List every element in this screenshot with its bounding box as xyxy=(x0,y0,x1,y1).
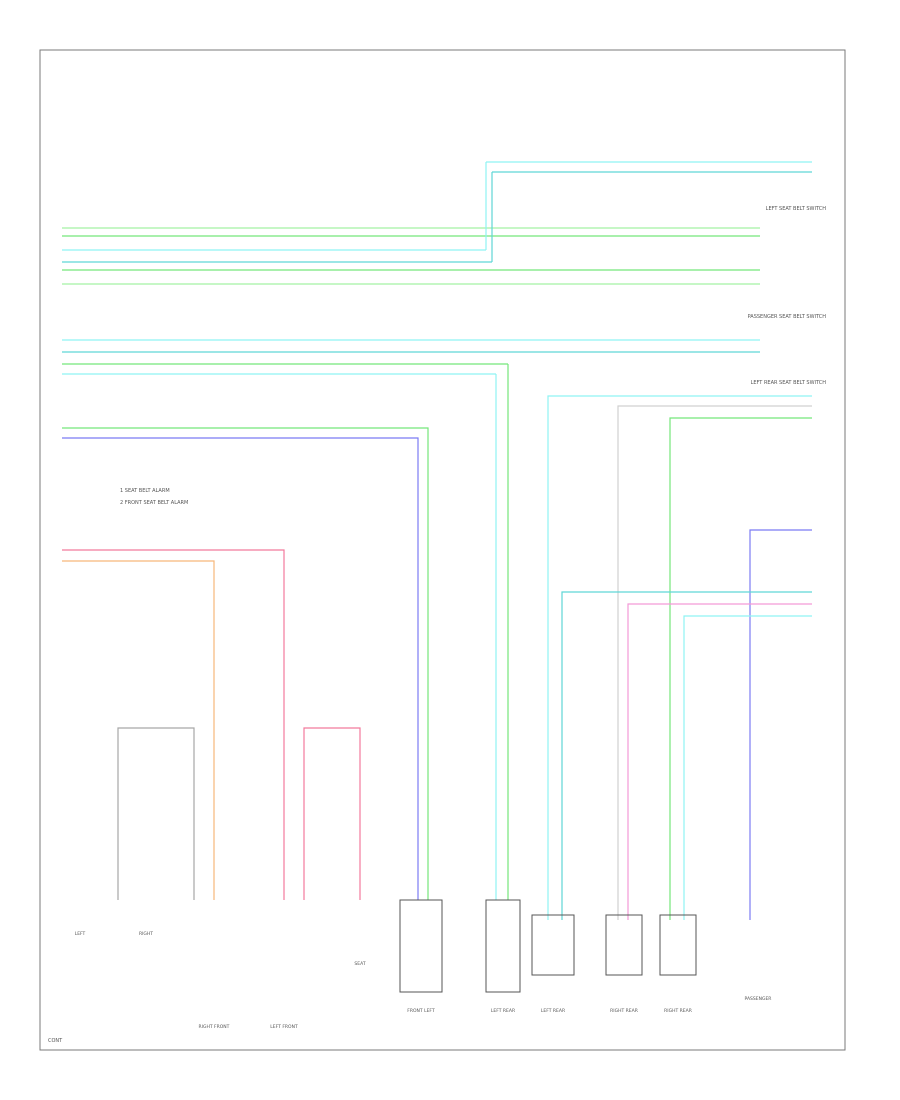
wire-teal-r5 xyxy=(561,591,812,920)
component-label-c9: RIGHT REAR xyxy=(610,1008,638,1014)
wire-blue-l2 xyxy=(62,437,419,900)
corner-label: CONT xyxy=(48,1038,63,1044)
wire-green-l1 xyxy=(62,427,429,900)
label-mid-right: PASSENGER SEAT BELT SWITCH xyxy=(748,314,827,320)
right-harness xyxy=(547,395,812,920)
connector-block-c8 xyxy=(531,914,575,976)
wire-green-r3 xyxy=(669,417,812,920)
wire-red-p4 xyxy=(303,727,361,900)
wire-cyan-r7 xyxy=(683,615,812,920)
left-mid-harness xyxy=(62,427,429,900)
component-label-c8: LEFT REAR xyxy=(541,1008,565,1014)
diagram-frame xyxy=(39,49,846,1051)
legend-item-1: 1 SEAT BELT ALARM xyxy=(120,488,170,494)
component-label-c6: FRONT LEFT xyxy=(407,1008,435,1014)
connector-blocks xyxy=(399,899,697,993)
wire-orange-p2 xyxy=(62,560,215,900)
wire-pink-r6 xyxy=(627,603,812,920)
connector-block-c7 xyxy=(485,899,521,993)
wire-red-p3 xyxy=(117,727,195,900)
component-label-c5: SEAT xyxy=(354,961,365,967)
component-label-c10: RIGHT REAR xyxy=(664,1008,692,1014)
wire-cyan-r1 xyxy=(547,395,812,920)
legend-item-2: 2 FRONT SEAT BELT ALARM xyxy=(120,500,188,506)
power-harness xyxy=(62,549,361,900)
component-label-c11: PASSENGER xyxy=(745,996,772,1002)
wire-blue-r4 xyxy=(749,529,812,920)
component-label-c2: RIGHT xyxy=(139,931,153,937)
connector-block-c6 xyxy=(399,899,443,993)
component-label-c7: LEFT REAR xyxy=(491,1008,515,1014)
connector-block-c10 xyxy=(659,914,697,976)
component-labels: LEFT RIGHT RIGHT FRONT LEFT FRONT SEAT F… xyxy=(75,931,772,1030)
wire-red-p1 xyxy=(62,549,285,900)
component-label-c4: LEFT FRONT xyxy=(270,1024,298,1030)
connector-block-c9 xyxy=(605,914,643,976)
component-label-c1: LEFT xyxy=(75,931,86,937)
label-right: LEFT REAR SEAT BELT SWITCH xyxy=(751,380,827,386)
label-top-right: LEFT SEAT BELT SWITCH xyxy=(766,206,827,212)
component-label-c3: RIGHT FRONT xyxy=(199,1024,230,1030)
mid-harness xyxy=(62,339,760,900)
top-harness xyxy=(62,161,812,285)
wire-gray-r2 xyxy=(617,405,812,920)
